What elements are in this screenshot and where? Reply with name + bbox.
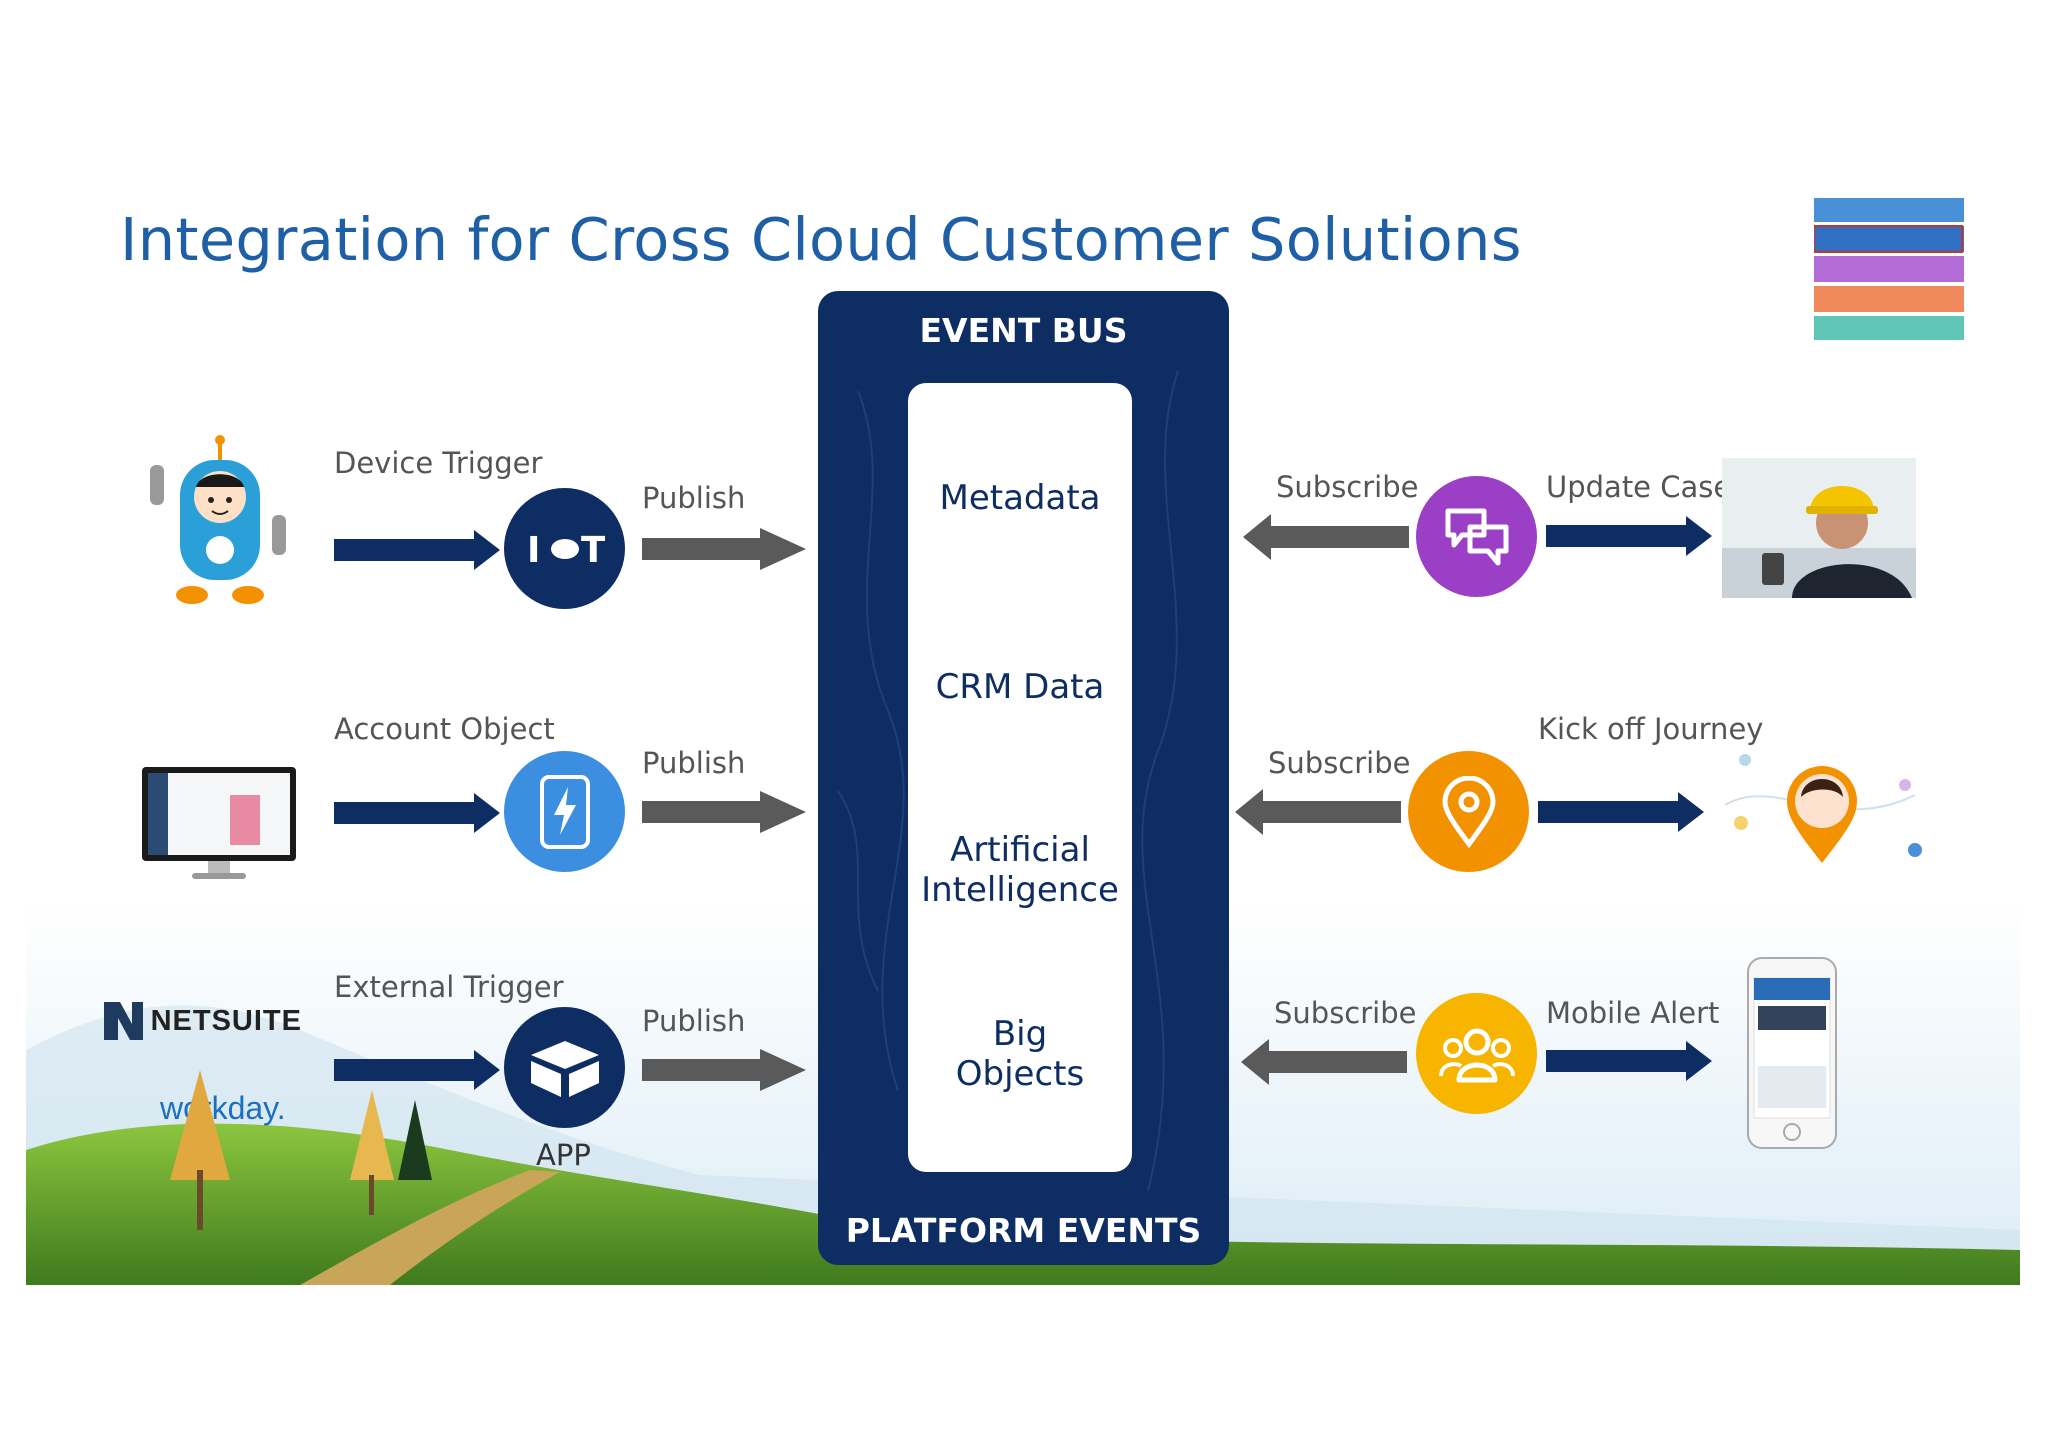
worker-photo	[1722, 458, 1916, 598]
subscribe-label-2: Subscribe	[1268, 746, 1411, 780]
app-box-icon	[530, 1040, 599, 1097]
event-bus-inner-panel: Metadata CRM Data Artificial Intelligenc…	[908, 383, 1132, 1172]
iot-icon: I T	[527, 530, 605, 571]
group-icon	[1438, 1028, 1515, 1082]
platform-events-footer: PLATFORM EVENTS	[845, 1211, 1202, 1250]
smartphone-graphic	[1747, 957, 1837, 1149]
app-hub	[504, 1007, 625, 1128]
page-title: Integration for Cross Cloud Customer Sol…	[120, 205, 1522, 274]
arrow-left-gray	[1241, 1039, 1407, 1085]
arrow-right-gray	[642, 528, 806, 570]
mobile-lightning-hub	[504, 751, 625, 872]
publish-label-3: Publish	[642, 1004, 746, 1038]
external-trigger-label: External Trigger	[334, 970, 564, 1004]
arrow-right-navy	[334, 530, 500, 570]
bus-item-crm-data: CRM Data	[935, 667, 1105, 707]
location-hub	[1408, 751, 1529, 872]
arrow-right-navy	[334, 793, 500, 833]
netsuite-text: NETSUITE	[150, 1004, 302, 1037]
location-pin-icon	[1441, 775, 1496, 848]
arrow-right-gray	[642, 1049, 806, 1091]
app-label: APP	[536, 1138, 591, 1172]
arrow-right-gray	[642, 791, 806, 833]
arrow-right-navy	[1546, 1041, 1712, 1081]
group-hub	[1416, 993, 1537, 1114]
kick-off-journey-label: Kick off Journey	[1538, 712, 1764, 746]
iot-hub: I T	[504, 488, 625, 609]
journey-map-graphic	[1724, 754, 1922, 863]
event-bus-panel: EVENT BUS Metadata CRM Data Artificial I…	[818, 291, 1229, 1265]
mobile-alert-label: Mobile Alert	[1546, 996, 1720, 1030]
event-bus-header: EVENT BUS	[919, 311, 1128, 350]
publish-label-2: Publish	[642, 746, 746, 780]
bus-item-big-objects: Big Objects	[955, 1014, 1085, 1094]
robot-mascot-icon	[150, 435, 286, 604]
arrow-right-navy	[1546, 516, 1712, 556]
publish-label-1: Publish	[642, 481, 746, 515]
mobile-lightning-icon	[539, 774, 590, 849]
arrow-left-gray	[1243, 514, 1409, 560]
workday-logo: workday.	[160, 1090, 286, 1126]
subscribe-label-3: Subscribe	[1274, 996, 1417, 1030]
chat-hub	[1416, 476, 1537, 597]
chat-bubbles-icon	[1445, 508, 1508, 565]
account-object-label: Account Object	[334, 712, 555, 746]
subscribe-label-1: Subscribe	[1276, 470, 1419, 504]
arrow-left-gray	[1235, 789, 1401, 835]
netsuite-n-icon	[104, 1002, 143, 1040]
trees-decoration	[170, 1070, 432, 1230]
cloud-stack-thumbnail	[1814, 198, 1964, 340]
contour-pattern	[837, 370, 1179, 1192]
arrow-right-navy	[334, 1050, 500, 1090]
svg-text:I: I	[527, 530, 540, 571]
arrow-right-navy	[1538, 792, 1704, 832]
svg-text:T: T	[581, 530, 605, 571]
netsuite-logo: NETSUITE	[102, 1000, 302, 1042]
bus-item-artificial-intelligence: Artificial Intelligence	[921, 830, 1119, 910]
bus-item-metadata: Metadata	[939, 478, 1101, 518]
desktop-monitor-icon	[142, 767, 296, 879]
update-case-label: Update Case	[1546, 470, 1732, 504]
device-trigger-label: Device Trigger	[334, 446, 543, 480]
